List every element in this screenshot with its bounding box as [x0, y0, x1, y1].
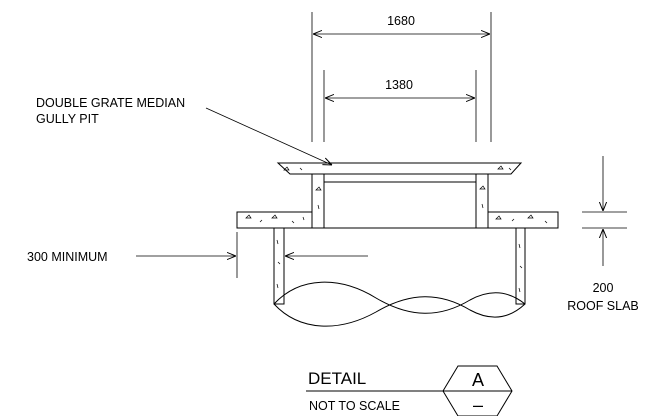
dimension-label-clearance: 300 MINIMUM [27, 250, 108, 264]
callout-line-2: GULLY PIT [36, 112, 99, 126]
dimension-clearance: 300 MINIMUM [27, 232, 368, 278]
slab-opening-wall-left [273, 227, 285, 305]
roof-slab-left [236, 211, 313, 229]
dimension-label-outer: 1680 [387, 14, 415, 28]
title-not-to-scale: NOT TO SCALE [309, 399, 400, 413]
break-line-upper [273, 281, 526, 314]
sheet-reference: – [473, 395, 483, 415]
dimension-slab-thickness: 200 ROOF SLAB [567, 156, 639, 313]
grate-frame [276, 162, 523, 175]
dimension-label-inner: 1380 [385, 78, 413, 92]
title-detail: DETAIL [308, 369, 366, 388]
gully-pit-section [236, 162, 559, 327]
roof-slab-right [487, 211, 559, 229]
detail-reference: A [472, 370, 484, 390]
slab-opening-wall-right [515, 227, 526, 305]
dimension-inner-width: 1380 [323, 70, 477, 142]
pit-wall-right [475, 173, 489, 229]
callout-gully-pit: DOUBLE GRATE MEDIAN GULLY PIT [36, 96, 332, 165]
title-block: DETAIL NOT TO SCALE A – [306, 365, 513, 416]
dimension-outer-width: 1680 [311, 12, 492, 142]
callout-leader [205, 107, 332, 165]
dimension-label-slab: 200 [593, 281, 614, 295]
label-roof-slab: ROOF SLAB [567, 299, 639, 313]
break-line-lower [273, 296, 526, 327]
pit-wall-left [311, 173, 325, 229]
concrete-hatching [245, 165, 548, 293]
callout-line-1: DOUBLE GRATE MEDIAN [36, 96, 185, 110]
